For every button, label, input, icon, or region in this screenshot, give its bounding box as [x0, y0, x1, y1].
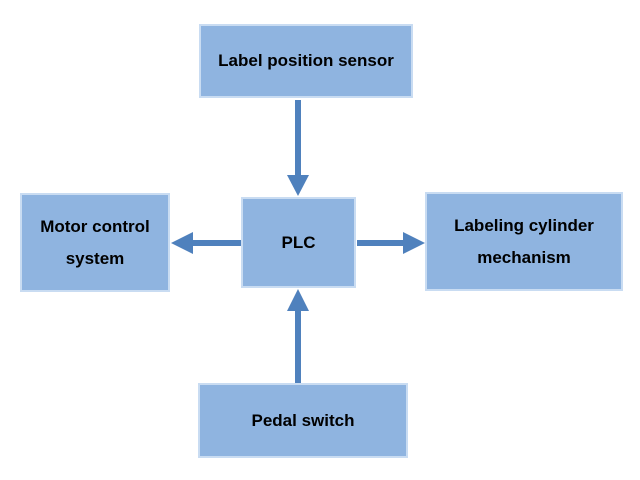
node-label-position-sensor: Label position sensor — [199, 24, 413, 98]
arrow-plc-to-cylinder — [357, 232, 425, 254]
arrow-sensor-to-plc — [287, 100, 309, 196]
arrow-plc-to-motor — [171, 232, 241, 254]
node-label: PLC — [281, 232, 316, 252]
node-labeling-cylinder-mechanism: Labeling cylinder mechanism — [425, 192, 623, 291]
node-label: Motor control system — [40, 217, 150, 268]
node-motor-control-system: Motor control system — [20, 193, 170, 292]
node-label: Pedal switch — [251, 410, 355, 430]
node-pedal-switch: Pedal switch — [198, 383, 408, 458]
node-label: Label position sensor — [218, 51, 394, 71]
node-plc: PLC — [241, 197, 356, 288]
arrow-pedal-to-plc — [287, 289, 309, 383]
node-label: Labeling cylinder mechanism — [454, 216, 594, 267]
